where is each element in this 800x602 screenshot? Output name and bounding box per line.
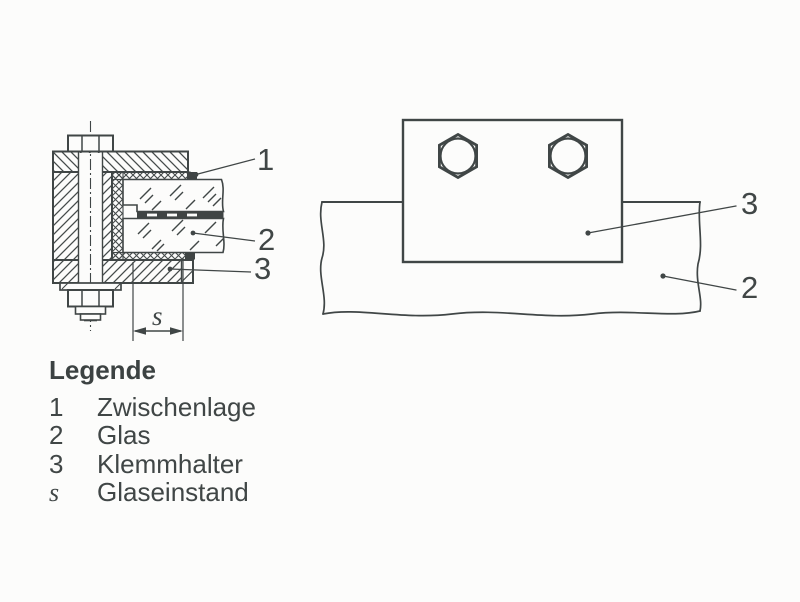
glass-interlayer (137, 211, 224, 219)
clamp-plate-front (401, 118, 624, 264)
glass-material-marks (137, 184, 225, 252)
legend-row-s: s Glaseinstand (49, 477, 349, 508)
legend-ref-1: 1 (49, 392, 64, 423)
legend-label-glas: Glas (97, 420, 151, 451)
legend-row-3: 3 Klemmhalter (49, 448, 349, 479)
clamp-top-jaw (52, 150, 189, 173)
front-leader-lines (585, 205, 737, 291)
callout-label-1: 1 (257, 142, 275, 177)
front-view (319, 118, 737, 317)
leader-2-front (660, 273, 737, 291)
laminated-glass (122, 178, 225, 254)
legend-label-glaseinstand: Glaseinstand (97, 477, 249, 508)
callout-label-3-front: 3 (741, 186, 759, 221)
clamp-bolt (59, 121, 122, 331)
gasket (111, 171, 197, 261)
dimension-s (132, 258, 184, 341)
legend-title: Legende (49, 355, 156, 385)
callout-label-2-front: 2 (741, 270, 759, 305)
legend-row-2: 2 Glas (49, 420, 349, 451)
washer (59, 282, 122, 291)
legend-row-1: 1 Zwischenlage (49, 392, 349, 423)
leader-2 (190, 230, 256, 242)
glass-pane-front (319, 201, 702, 317)
section-view (52, 121, 256, 341)
legend-label-zwischenlage: Zwischenlage (97, 392, 256, 423)
leader-1 (193, 158, 256, 177)
hex-nut (67, 289, 114, 308)
clamp-bottom-jaw (52, 259, 194, 284)
glass-upper-pane (122, 178, 225, 213)
bolt-head (67, 134, 114, 153)
legend-label-klemmhalter: Klemmhalter (97, 448, 243, 479)
callout-label-2-section: 2 (258, 222, 276, 257)
legend-ref-3: 3 (49, 448, 64, 479)
legend-ref-2: 2 (49, 420, 64, 451)
bolt-head-front-left (437, 132, 479, 180)
legend-ref-s: s (49, 478, 60, 508)
leader-3-front (585, 205, 737, 236)
callout-label-3-section: 3 (254, 251, 272, 286)
legend: Legende 1 Zwischenlage 2 Glas 3 Klemmhal… (49, 355, 349, 508)
bolt-head-front-right (548, 132, 588, 180)
dimension-s-label: s (152, 301, 163, 331)
